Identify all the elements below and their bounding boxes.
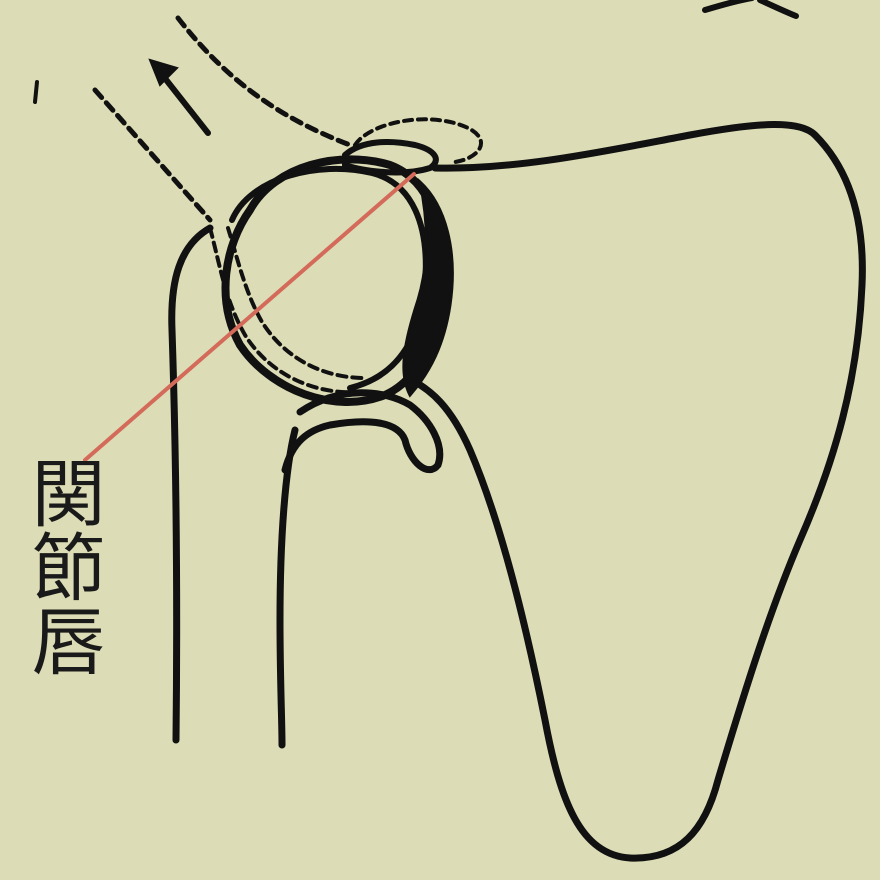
labrum-label: 関節唇 <box>28 455 108 677</box>
small-stroke-mark <box>35 82 37 102</box>
